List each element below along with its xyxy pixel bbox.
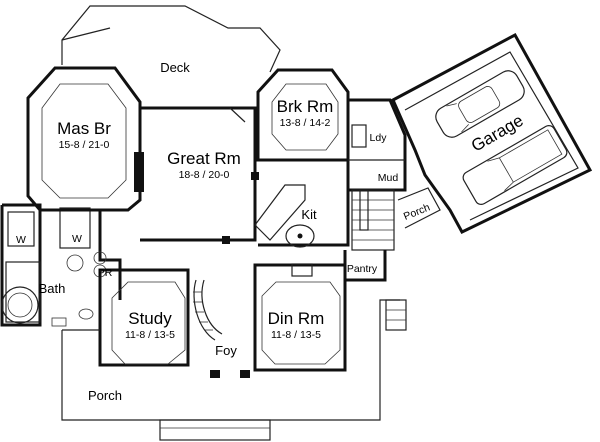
garage-walls xyxy=(391,32,593,234)
foy-label: Foy xyxy=(215,343,237,358)
mud-label: Mud xyxy=(378,172,399,184)
side-porch xyxy=(397,187,441,229)
fireplace xyxy=(134,152,144,192)
master-bedroom-walls xyxy=(26,66,144,212)
great-rm-dims: 18-8 / 20-0 xyxy=(179,169,230,181)
lody-label: Ldy xyxy=(370,132,388,144)
front-porch-label: Porch xyxy=(88,388,122,403)
pr-label: PR xyxy=(98,267,113,279)
brk-rm-label: Brk Rm xyxy=(277,97,334,116)
car-icon xyxy=(435,70,525,138)
study-label: Study xyxy=(128,309,172,328)
truck-icon xyxy=(462,125,568,205)
front-porch xyxy=(61,299,407,441)
din-rm-dims: 11-8 / 13-5 xyxy=(271,329,321,341)
pantry-walls xyxy=(343,250,387,282)
study-dims: 11-8 / 13-5 xyxy=(125,329,175,341)
w2-label: W xyxy=(72,233,82,245)
great-rm-label: Great Rm xyxy=(167,149,241,168)
great-room-walls xyxy=(140,106,259,244)
mas-br-label: Mas Br xyxy=(57,119,111,138)
kitchen-walls xyxy=(254,160,350,248)
side-porch-label: Porch xyxy=(402,201,432,222)
bath-closet-walls xyxy=(0,203,122,327)
study-walls xyxy=(98,268,190,367)
din-rm-label: Din Rm xyxy=(268,309,325,328)
w1-label: W xyxy=(16,234,26,246)
brk-rm-dims: 13-8 / 14-2 xyxy=(280,117,331,129)
kit-label: Kit xyxy=(301,207,317,222)
dining-room-walls xyxy=(253,263,347,372)
rear-stairs xyxy=(351,189,395,251)
garage-label: Garage xyxy=(468,111,527,156)
bath-label: Bath xyxy=(39,281,66,296)
deck-label: Deck xyxy=(160,60,190,75)
pantry-label: Pantry xyxy=(347,263,378,275)
mas-br-dims: 15-8 / 21-0 xyxy=(59,139,110,151)
deck-outline xyxy=(61,5,281,73)
foyer-stairs xyxy=(193,279,250,378)
